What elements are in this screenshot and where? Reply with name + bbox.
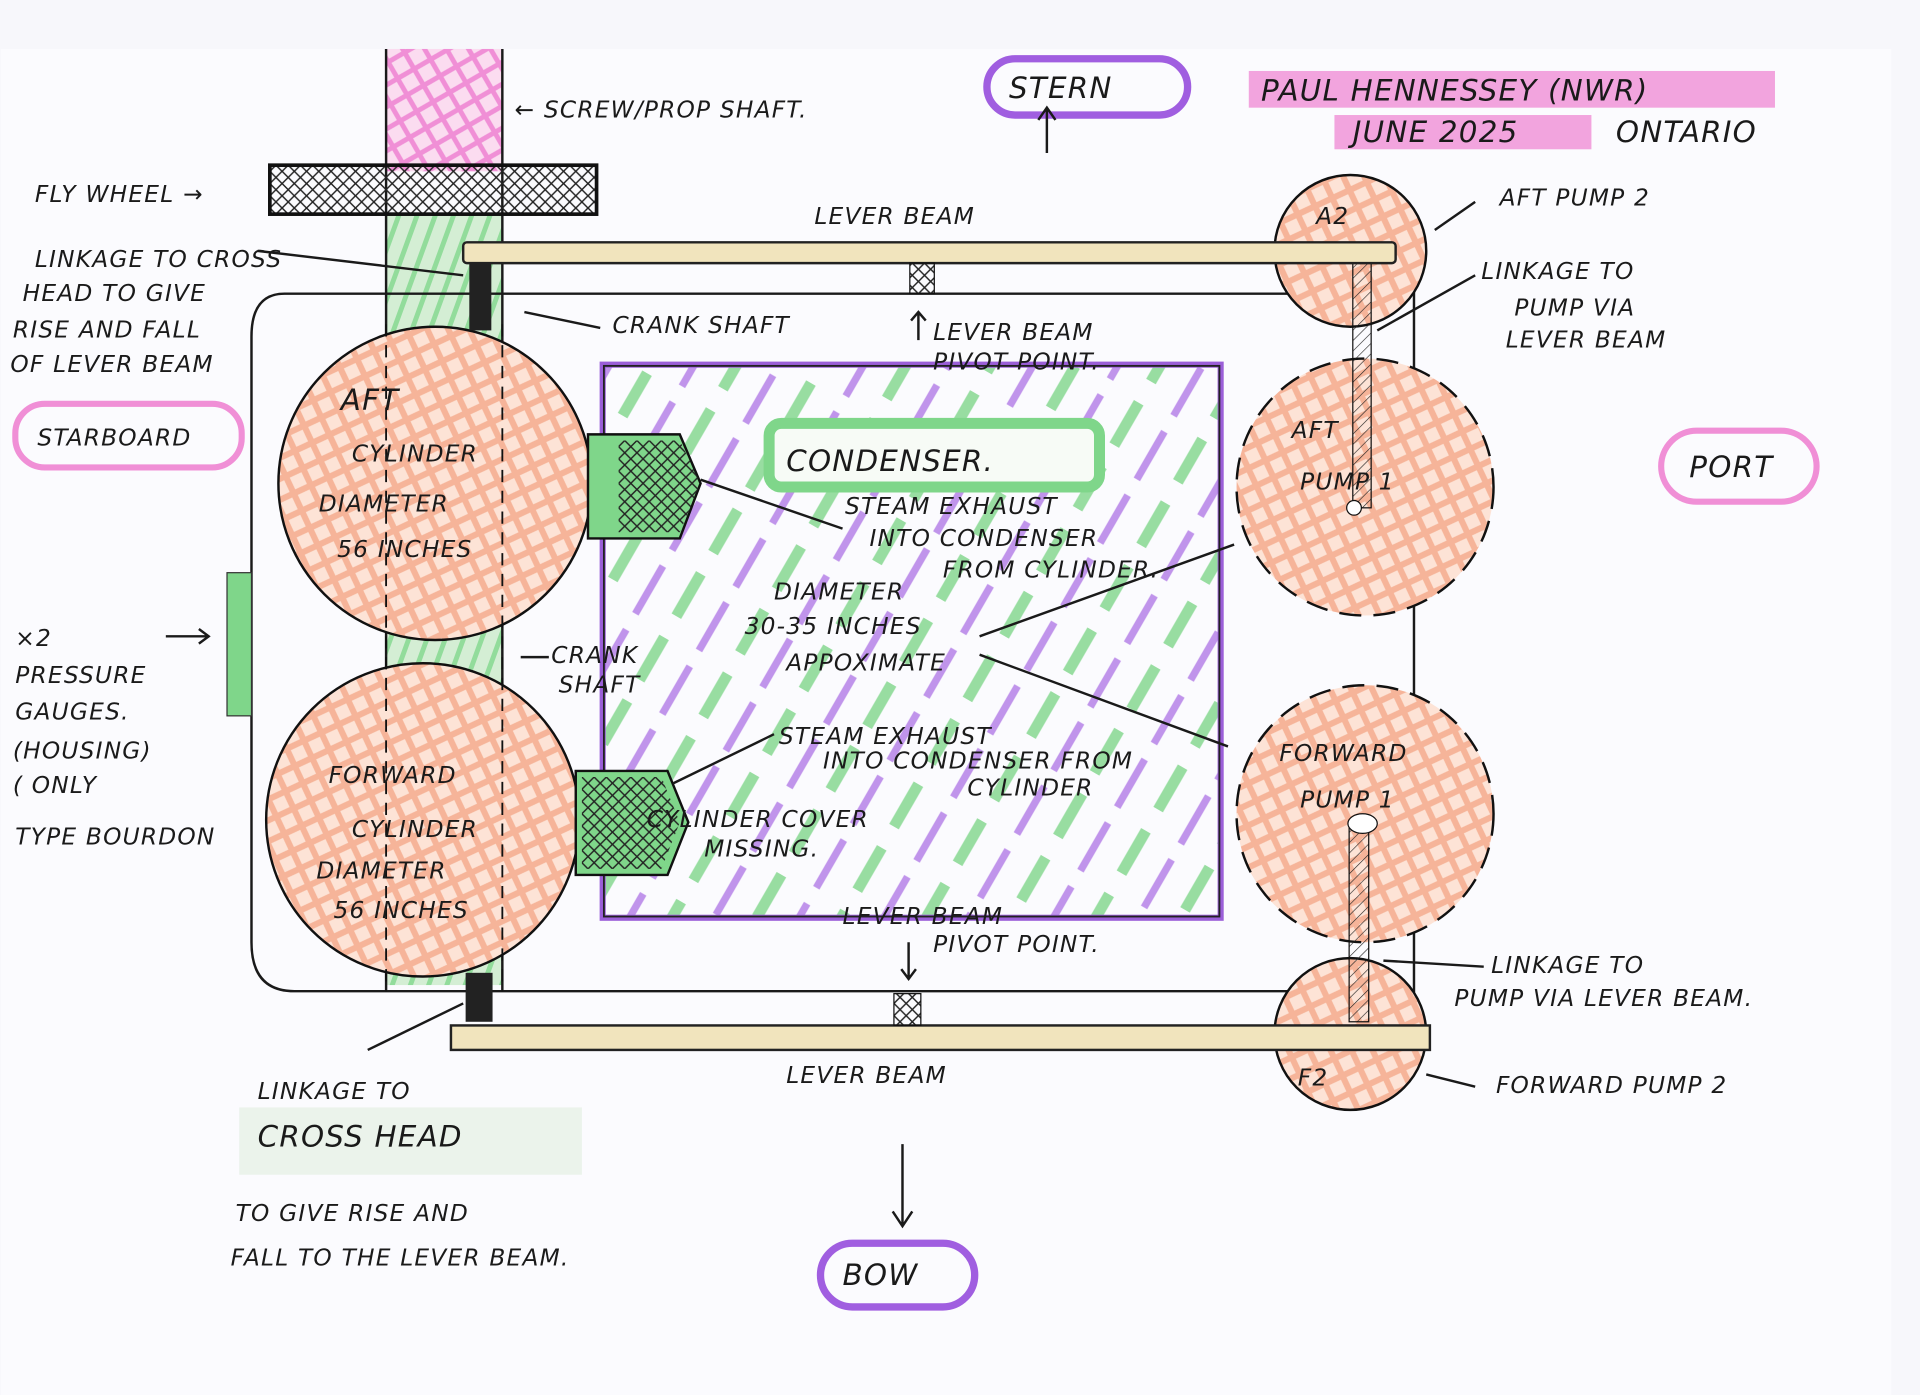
crank-shaft-mid-label: CRANK SHAFT: [520, 642, 641, 699]
svg-text:HEAD TO GIVE: HEAD TO GIVE: [23, 280, 206, 307]
svg-text:CYLINDER: CYLINDER: [967, 774, 1093, 801]
condenser-label-box: [763, 417, 1106, 493]
pivot-top-label: LEVER BEAM PIVOT POINT.: [910, 310, 1100, 376]
cylinder-cover-label: CYLINDER COVER MISSING.: [647, 806, 869, 863]
svg-text:PUMP VIA LEVER BEAM.: PUMP VIA LEVER BEAM.: [1454, 985, 1753, 1012]
svg-text:FORWARD: FORWARD: [1279, 740, 1407, 767]
svg-text:CYLINDER: CYLINDER: [352, 440, 478, 467]
svg-text:TYPE BOURDON: TYPE BOURDON: [15, 823, 215, 850]
svg-text:PIVOT POINT.: PIVOT POINT.: [933, 931, 1100, 958]
condenser: [599, 361, 1224, 921]
svg-text:LEVER BEAM: LEVER BEAM: [843, 903, 1004, 930]
svg-text:PUMP 1: PUMP 1: [1300, 787, 1395, 814]
aft-pump-2-label: AFT PUMP 2: [1498, 185, 1650, 212]
svg-text:PUMP VIA: PUMP VIA: [1514, 295, 1635, 322]
linkage-bottom-label: LINKAGE TO CROSS HEAD TO GIVE RISE AND F…: [231, 1002, 582, 1271]
pivot-bottom-label: LEVER BEAM PIVOT POINT.: [843, 903, 1100, 981]
author: PAUL HENNESSEY (NWR): [1261, 73, 1648, 107]
svg-text:PRESSURE: PRESSURE: [15, 662, 146, 689]
linkage-pump-top-label: LINKAGE TO PUMP VIA LEVER BEAM: [1376, 258, 1667, 354]
svg-text:LINKAGE TO: LINKAGE TO: [1491, 952, 1644, 979]
svg-text:30-35 INCHES: 30-35 INCHES: [745, 613, 922, 640]
svg-text:TO GIVE RISE AND: TO GIVE RISE AND: [236, 1200, 469, 1227]
aft-cylinder: [277, 325, 593, 642]
svg-text:(HOUSING): (HOUSING): [13, 738, 152, 765]
lever-beam-top: [461, 241, 1397, 265]
aft-pump-1-label: AFT PUMP 1: [1290, 417, 1395, 495]
pivot-bottom: [893, 993, 922, 1027]
svg-text:LEVER BEAM: LEVER BEAM: [933, 319, 1094, 346]
steam-exhaust-2-label: STEAM EXHAUST INTO CONDENSER FROM CYLIND…: [673, 723, 1133, 801]
crosshead-linkage-top: [469, 263, 492, 331]
svg-text:CROSS HEAD: CROSS HEAD: [258, 1120, 463, 1154]
lever-beam-bottom-label: LEVER BEAM: [786, 1062, 947, 1089]
gauges-label: ×2 PRESSURE GAUGES. (HOUSING) ( ONLY TYP…: [13, 625, 215, 850]
forward-pump-2-label: FORWARD PUMP 2: [1496, 1072, 1727, 1099]
svg-text:FROM CYLINDER.: FROM CYLINDER.: [943, 557, 1159, 584]
svg-text:LINKAGE TO CROSS: LINKAGE TO CROSS: [35, 246, 282, 273]
steam-exhaust-1-label: STEAM EXHAUST INTO CONDENSER FROM CYLIND…: [700, 478, 1159, 584]
svg-text:DIAMETER: DIAMETER: [316, 858, 446, 885]
starboard-label: STARBOARD: [37, 424, 191, 451]
a2-label: A2: [1314, 203, 1349, 230]
svg-text:×2: ×2: [15, 625, 52, 652]
svg-text:AFT: AFT: [1290, 417, 1340, 444]
forward-pump-1-label: FORWARD PUMP 1: [1279, 740, 1407, 814]
svg-text:CRANK: CRANK: [551, 642, 639, 669]
stern-label: STERN: [1009, 71, 1113, 105]
svg-text:APPOXIMATE: APPOXIMATE: [784, 650, 946, 677]
forward-cylinder-label: FORWARD CYLINDER DIAMETER 56 INCHES: [316, 762, 478, 924]
svg-text:CYLINDER COVER: CYLINDER COVER: [647, 806, 869, 833]
pump-diameter-label: DIAMETER 30-35 INCHES APPOXIMATE: [745, 543, 1235, 748]
svg-text:OF LEVER BEAM: OF LEVER BEAM: [10, 351, 213, 378]
svg-text:DIAMETER: DIAMETER: [319, 491, 449, 518]
svg-text:PIVOT POINT.: PIVOT POINT.: [933, 349, 1100, 376]
screw-shaft-label: ← SCREW/PROP SHAFT.: [515, 96, 808, 123]
svg-text:SHAFT: SHAFT: [559, 672, 641, 699]
svg-text:RISE AND FALL: RISE AND FALL: [13, 317, 201, 344]
fly-wheel-label: FLY WHEEL →: [35, 181, 204, 208]
date: JUNE 2025: [1348, 115, 1519, 149]
svg-text:56 INCHES: 56 INCHES: [337, 536, 472, 563]
svg-text:MISSING.: MISSING.: [704, 836, 819, 863]
svg-text:FORWARD: FORWARD: [329, 762, 457, 789]
condenser-label: CONDENSER.: [786, 444, 994, 478]
crank-shaft-label: CRANK SHAFT: [612, 312, 790, 339]
svg-text:DIAMETER: DIAMETER: [774, 579, 904, 606]
linkage-top-label: LINKAGE TO CROSS HEAD TO GIVE RISE AND F…: [10, 246, 282, 378]
location: ONTARIO: [1616, 115, 1757, 149]
svg-text:FALL TO THE LEVER BEAM.: FALL TO THE LEVER BEAM.: [231, 1244, 570, 1271]
bow-label: BOW: [843, 1258, 919, 1292]
engine-frame: [250, 292, 1416, 993]
linkage-pump-bottom-label: LINKAGE TO PUMP VIA LEVER BEAM.: [1383, 952, 1753, 1012]
svg-text:CYLINDER: CYLINDER: [352, 816, 478, 843]
svg-text:56 INCHES: 56 INCHES: [333, 897, 468, 924]
pivot-top: [909, 262, 935, 295]
svg-text:GAUGES.: GAUGES.: [15, 699, 129, 726]
svg-text:INTO CONDENSER FROM: INTO CONDENSER FROM: [823, 747, 1133, 774]
svg-text:LEVER BEAM: LEVER BEAM: [1506, 327, 1667, 354]
svg-text:STEAM EXHAUST: STEAM EXHAUST: [779, 723, 992, 750]
svg-text:AFT: AFT: [339, 383, 400, 417]
port-label: PORT: [1689, 450, 1774, 484]
forward-pump-rod: [1348, 825, 1370, 1023]
svg-text:( ONLY: ( ONLY: [13, 772, 98, 799]
flywheel: [268, 163, 599, 216]
pressure-gauges: [226, 572, 253, 717]
svg-text:STEAM EXHAUST: STEAM EXHAUST: [845, 493, 1058, 520]
svg-text:LINKAGE TO: LINKAGE TO: [258, 1078, 411, 1105]
svg-text:PUMP 1: PUMP 1: [1300, 468, 1395, 495]
f2-label: F2: [1298, 1064, 1329, 1091]
lever-beam-bottom: [449, 1024, 1432, 1052]
lever-beam-top-label: LEVER BEAM: [814, 203, 975, 230]
svg-text:LINKAGE TO: LINKAGE TO: [1481, 258, 1634, 285]
aft-cylinder-label: AFT CYLINDER DIAMETER 56 INCHES: [319, 383, 478, 563]
crosshead-linkage-bottom: [465, 972, 493, 1022]
svg-text:INTO CONDENSER: INTO CONDENSER: [869, 525, 1098, 552]
